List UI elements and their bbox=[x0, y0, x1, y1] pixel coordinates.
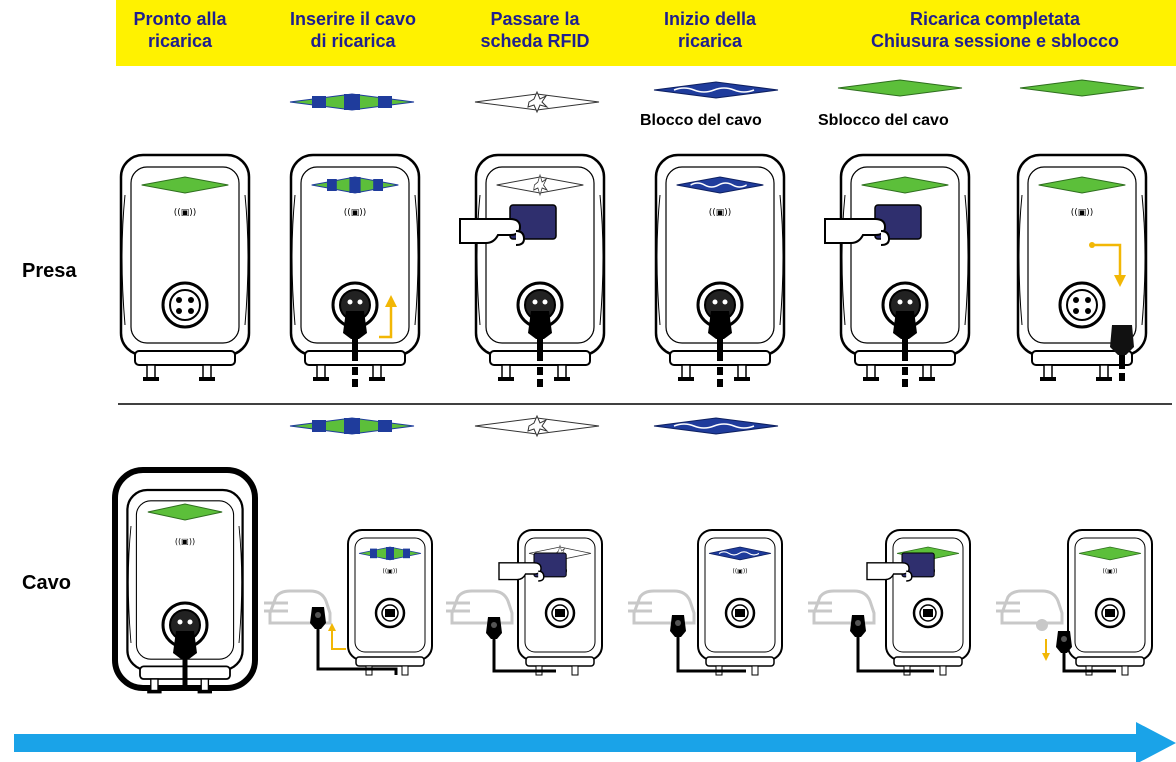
header-step-rfid: Passare la scheda RFID bbox=[480, 9, 590, 51]
led-indicator-icon bbox=[289, 93, 415, 111]
socket-unit-start bbox=[654, 153, 786, 387]
car-icon bbox=[444, 589, 514, 625]
socket-unit-unlock bbox=[824, 153, 971, 387]
plug-icon bbox=[310, 607, 326, 629]
cable-unit-start bbox=[626, 528, 784, 677]
socket-unit-complete bbox=[1016, 153, 1148, 383]
cable-unit-ready bbox=[112, 467, 258, 695]
row-label-socket: Presa bbox=[22, 260, 77, 282]
caption-cable-unlock: Sblocco del cavo bbox=[818, 112, 949, 129]
cable-unit-complete bbox=[994, 528, 1154, 677]
socket-unit-rfid bbox=[459, 153, 606, 387]
socket-unit-insert bbox=[289, 153, 421, 387]
led-indicator-icon bbox=[474, 415, 600, 437]
led-indicator-icon bbox=[653, 81, 779, 99]
led-indicator-icon bbox=[474, 91, 600, 113]
plug-icon bbox=[486, 617, 502, 639]
led-indicator-icon bbox=[1019, 79, 1145, 97]
plug-icon bbox=[1056, 631, 1072, 653]
row-label-cable: Cavo bbox=[22, 572, 71, 594]
led-indicator-icon bbox=[837, 79, 963, 97]
cable-unit-unlock bbox=[806, 528, 972, 677]
plug-icon bbox=[850, 615, 866, 637]
header-step-start: Inizio della ricarica bbox=[663, 9, 756, 51]
car-icon bbox=[994, 589, 1064, 625]
led-indicator-icon bbox=[653, 417, 779, 435]
plug-icon bbox=[670, 615, 686, 637]
header-band bbox=[116, 0, 1176, 66]
led-indicator-icon bbox=[289, 417, 415, 435]
cable-unit-rfid bbox=[444, 528, 604, 677]
header-step-ready: Pronto alla ricarica bbox=[133, 9, 227, 51]
cable-unit-insert bbox=[262, 528, 434, 677]
socket-unit-ready bbox=[119, 153, 251, 383]
timeline-arrow-icon bbox=[14, 722, 1176, 762]
header-step-complete: Ricarica completata Chiusura sessione e … bbox=[870, 9, 1120, 51]
header-step-insert-cable: Inserire il cavo di ricarica bbox=[289, 9, 417, 51]
caption-cable-lock: Blocco del cavo bbox=[640, 112, 762, 129]
